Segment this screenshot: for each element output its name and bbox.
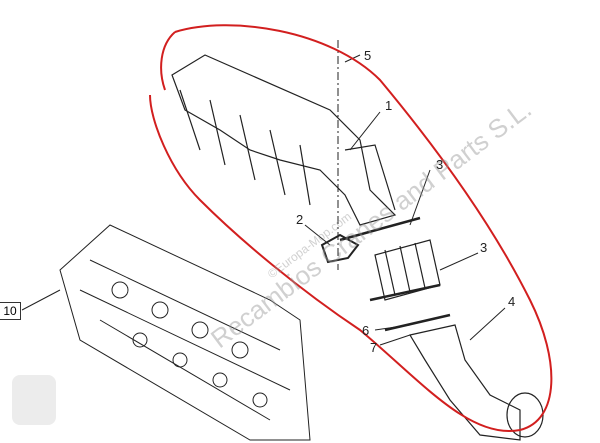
- callout-3-lower: 3: [480, 240, 488, 255]
- leader-lines: [21, 54, 506, 346]
- highlight-outline: [149, 24, 553, 433]
- intake-manifold: [171, 54, 397, 226]
- gasket-2: [320, 233, 360, 264]
- callout-2: 2: [296, 212, 304, 227]
- cylinder-head: [59, 224, 311, 441]
- callout-3-upper: 3: [436, 157, 444, 172]
- callout-1: 1: [385, 98, 393, 113]
- callout-5: 5: [364, 48, 372, 63]
- heater-block: [374, 239, 441, 301]
- callout-10: 10: [0, 302, 21, 320]
- callout-7: 7: [370, 340, 378, 355]
- watermark-logo-icon: [12, 375, 56, 425]
- callout-6: 6: [362, 323, 370, 338]
- callout-4: 4: [508, 294, 516, 309]
